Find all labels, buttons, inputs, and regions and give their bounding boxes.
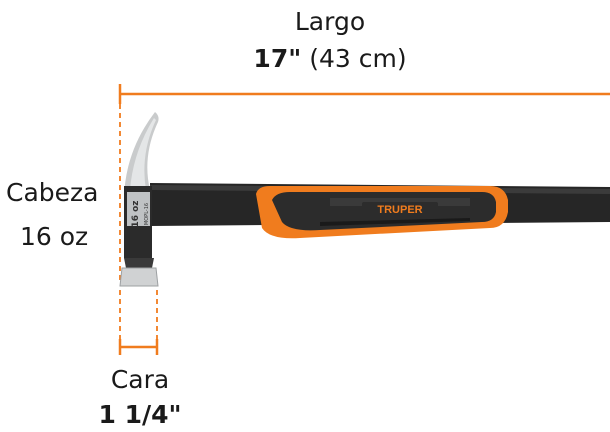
head-weight: 16 oz: [20, 222, 89, 251]
head-guide-line: [119, 104, 158, 345]
head-stamp: 16 oz: [131, 200, 141, 227]
length-metric: (43 cm): [309, 44, 407, 73]
hammer-head: 16 oz MOPL-16: [119, 112, 159, 287]
length-inches: 17": [253, 44, 302, 73]
length-title: Largo: [294, 7, 366, 36]
brand-text: TRUPER: [377, 204, 422, 216]
hammer-face: [119, 267, 159, 287]
face-size: 1 1/4": [98, 400, 182, 429]
face-title: Cara: [110, 365, 170, 394]
length-value-line: 17" (43 cm): [220, 46, 440, 71]
model-stamp: MOPL-16: [144, 203, 150, 225]
head-title: Cabeza: [6, 178, 99, 207]
length-dimension-line: [118, 84, 610, 104]
face-dimension-line: [118, 339, 159, 355]
hammer-handle: TRUPER: [150, 183, 610, 239]
truper-logo: TRUPER: [362, 202, 438, 216]
